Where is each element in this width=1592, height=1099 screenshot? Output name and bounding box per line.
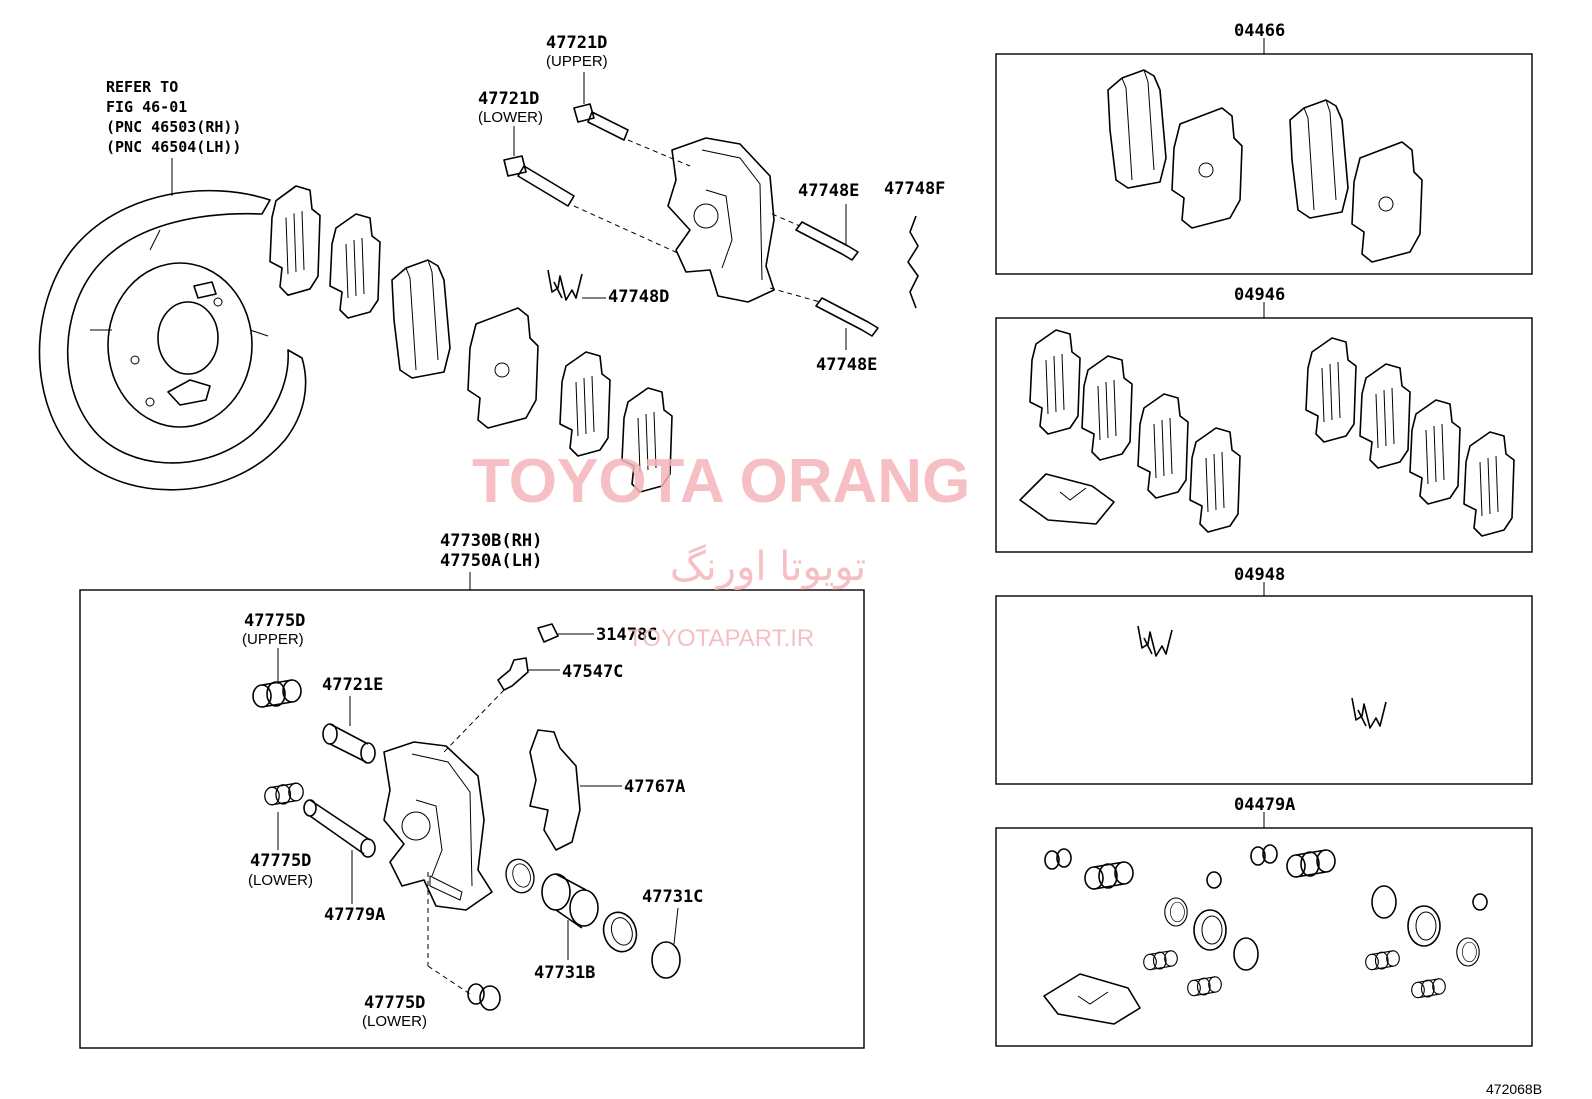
- label-fitting-kit: 04948: [1234, 565, 1285, 585]
- label-caliper-rh: 47730B(RH): [440, 531, 542, 551]
- bolt-upper: [573, 72, 691, 167]
- seal-47731C: [651, 907, 681, 979]
- label-boot-upper: 47775D: [244, 611, 305, 631]
- guide-pin-lower: [769, 287, 879, 350]
- label-cap: 31478C: [596, 625, 657, 645]
- sleeve-47721E: [322, 696, 376, 764]
- label-boot-lower2-sub: (LOWER): [362, 1013, 427, 1030]
- caliper-bracket: [667, 137, 775, 303]
- boot-lower-bottom: [427, 872, 501, 1011]
- label-clip-d: 47748D: [608, 287, 669, 307]
- caliper-body: [383, 741, 493, 911]
- watermark-site: TOYOTAPART.IR: [628, 625, 814, 652]
- label-piston-seal: 47731C: [642, 887, 703, 907]
- label-bleeder: 47547C: [562, 662, 623, 682]
- seal-kit-parts: [1044, 844, 1278, 870]
- label-sleeve: 47721E: [322, 675, 383, 695]
- label-pin-e-bottom: 47748E: [816, 355, 877, 375]
- label-bolt-upper: 47721D: [546, 33, 607, 53]
- shim-kit-box: [995, 317, 1533, 553]
- refer-line-4: (PNC 46504(LH)): [106, 138, 241, 156]
- bleeder-47547C: [443, 657, 560, 753]
- bolt-lower: [503, 126, 681, 255]
- shim-47767A: [529, 729, 622, 851]
- label-boot-lower: 47775D: [250, 851, 311, 871]
- pad-kit-box: [995, 53, 1533, 275]
- label-piston: 47731B: [534, 963, 595, 983]
- grease-packet: [1019, 473, 1115, 525]
- label-pad-kit: 04466: [1234, 21, 1285, 41]
- label-pin-lower: 47779A: [324, 905, 385, 925]
- pin-47779A: [303, 799, 376, 904]
- label-seal-kit: 04479A: [1234, 795, 1295, 815]
- refer-line-2: FIG 46-01: [106, 98, 187, 116]
- refer-line-3: (PNC 46503(RH)): [106, 118, 241, 136]
- figure-id: 472068B: [1486, 1081, 1542, 1097]
- watermark-brand: TOYOTA ORANG: [472, 447, 970, 516]
- dust-shield: [38, 158, 307, 491]
- watermark-brand-fa: تویوتا اورنگ: [670, 544, 866, 590]
- label-boot-lower2: 47775D: [364, 993, 425, 1013]
- piston-47731B: [541, 873, 599, 960]
- label-bolt-lower-sub: (LOWER): [478, 109, 543, 126]
- label-pin-f: 47748F: [884, 179, 945, 199]
- label-anti-squeal: 47767A: [624, 777, 685, 797]
- label-bolt-lower: 47721D: [478, 89, 539, 109]
- guide-pin-upper: [771, 204, 859, 261]
- fitting-kit-box: [995, 595, 1533, 785]
- label-bolt-upper-sub: (UPPER): [546, 53, 608, 70]
- spring-47748F: [907, 215, 919, 309]
- label-pin-e-top: 47748E: [798, 181, 859, 201]
- label-shim-kit: 04946: [1234, 285, 1285, 305]
- label-boot-lower-sub: (LOWER): [248, 872, 313, 889]
- label-caliper-lh: 47750A(LH): [440, 551, 542, 571]
- label-boot-upper-sub: (UPPER): [242, 631, 304, 648]
- refer-line-1: REFER TO: [106, 78, 178, 96]
- cap-31478C: [537, 623, 594, 643]
- caliper-assembly-box: [79, 589, 865, 1049]
